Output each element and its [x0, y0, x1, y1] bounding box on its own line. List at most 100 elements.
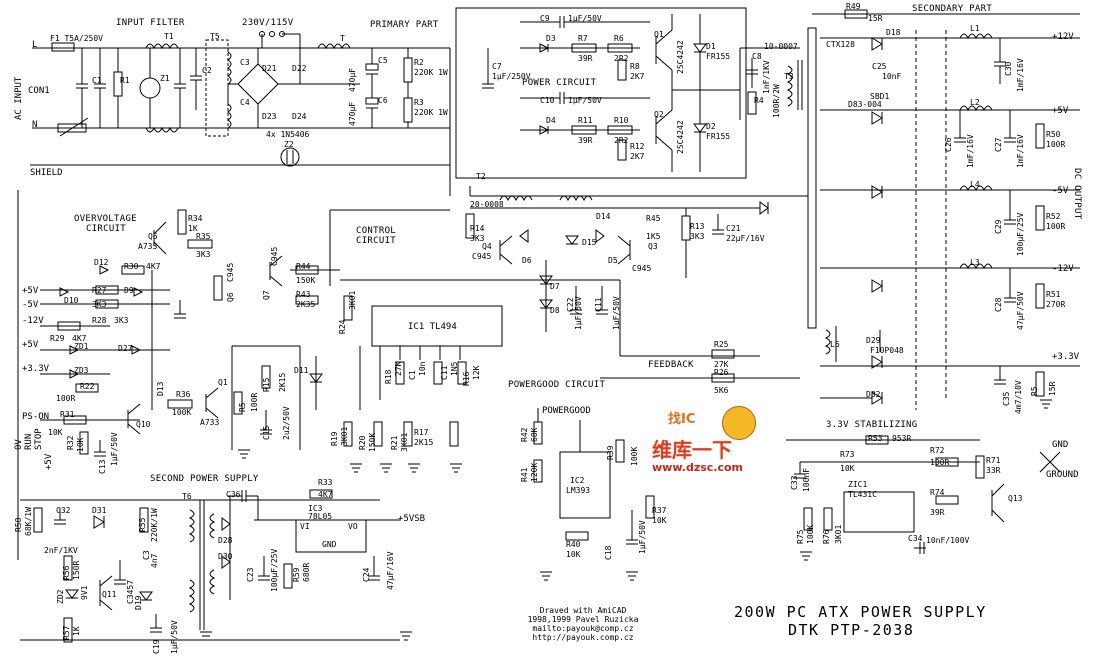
label-q6-type: C945: [226, 262, 235, 282]
label-r4-value: 100R/2W: [772, 84, 781, 118]
label-r36-value: 100K: [172, 408, 192, 417]
label-d21: D21: [262, 64, 277, 73]
label-c11: C11: [594, 297, 603, 312]
label-d32: D32: [866, 390, 881, 399]
label-r36: R36: [176, 390, 191, 399]
label-q10: Q10: [136, 420, 151, 429]
label-c25: C25: [872, 62, 887, 71]
label-r37: R37: [652, 506, 667, 515]
label-c8: C8: [752, 52, 762, 61]
input-plus-5v: +5V: [22, 286, 39, 296]
powergood-wiring: [533, 408, 655, 545]
label-c29: C29: [994, 219, 1003, 234]
label-r71: R71: [986, 456, 1001, 465]
label-c13: C13: [98, 459, 107, 474]
label-c10: C10: [540, 96, 555, 105]
label-c9-value: 1µF/50V: [568, 14, 602, 23]
watermark-top: 找IC: [668, 412, 696, 427]
label-d1: D1: [706, 42, 716, 51]
mains-switch-label: 230V/115V: [242, 18, 294, 28]
label-d1-type: FR155: [706, 52, 731, 61]
input-minus-5v: -5V: [22, 300, 39, 310]
label-q7-type: C945: [270, 246, 279, 266]
secondary-part-title: SECONDARY PART: [912, 4, 993, 14]
label-c11-ctl: C11: [440, 365, 449, 380]
label-t2: T2: [476, 172, 486, 181]
ac-neutral-label: N: [32, 120, 38, 130]
label-c36: C36: [226, 490, 241, 499]
label-r51-value: 270R: [1046, 300, 1066, 309]
label-r50-value: 100R: [1046, 140, 1066, 149]
stabilizing-wiring: [786, 435, 1061, 554]
label-ctx128: CTX128: [826, 40, 855, 49]
second-supply-wiring: [20, 489, 400, 643]
schematic-title: 200W PC ATX POWER SUPPLY: [734, 603, 987, 621]
label-t: T: [340, 34, 345, 43]
label-r4: R4: [754, 96, 764, 105]
label-c19: C19: [152, 639, 161, 654]
label-r7-value: 39R: [578, 54, 593, 63]
input-plus-5v-c: +5V: [44, 453, 54, 470]
label-d13: D13: [156, 381, 165, 396]
stabilizing-title: 3.3V STABILIZING: [826, 420, 918, 430]
label-r39: R39: [606, 445, 615, 460]
label-l2: L2: [970, 98, 980, 107]
label-r35: R35: [196, 232, 211, 241]
output-plus-3v3: +3.3V: [1052, 352, 1080, 362]
overvoltage-title: OVERVOLTAGE: [74, 214, 137, 224]
label-r22: R22: [80, 382, 95, 391]
label-d6: D6: [522, 256, 532, 265]
label-r52-value: 100R: [1046, 222, 1066, 231]
label-r59: R59: [292, 567, 301, 582]
label-r15-value: 2K15: [278, 372, 287, 392]
label-r40-value: 10K: [566, 550, 581, 559]
label-r27: R27: [92, 286, 107, 295]
label-q5-type: A733: [138, 242, 158, 251]
label-c35-value: 4m7/10V: [1014, 380, 1023, 414]
label-c7: C7: [492, 62, 502, 71]
label-q4-type: C945: [472, 252, 492, 261]
label-c3-ss-value: 4n7: [150, 553, 159, 568]
power-circuit-wiring: [455, 7, 803, 179]
label-t3-part: 10-0007: [764, 42, 798, 51]
label-sbd1-type: D83-004: [848, 100, 882, 109]
label-r31-value: 10K: [48, 428, 63, 437]
label-c1-ctl: C1: [408, 370, 417, 380]
label-d2-type: FR155: [706, 132, 731, 141]
label-c26-value: 1mF/16V: [966, 134, 975, 168]
watermark-logo: 找IC 维库一下 www.dzsc.com: [648, 406, 778, 476]
label-r58-value: 68K/1W: [24, 507, 33, 536]
label-r40: R40: [566, 540, 581, 549]
label-r34-value: 1K: [188, 224, 198, 233]
label-t1: T1: [164, 32, 174, 41]
watermark-url: www.dzsc.com: [652, 461, 744, 474]
label-c18-value: 1µF/50V: [638, 520, 647, 554]
ac-line-label: L: [32, 40, 38, 50]
label-c21-value: 22µF/16V: [726, 234, 765, 243]
con1-label: CON1: [28, 86, 50, 96]
label-r55-value: 220K/1W: [150, 508, 159, 542]
label-q1-ov-type: A733: [200, 418, 220, 427]
input-plus-3v3: +3.3V: [22, 364, 50, 374]
label-zd1: ZD1: [74, 342, 89, 351]
output-plus-12v: +12V: [1052, 32, 1074, 42]
label-c34-value: 10nF/100V: [926, 536, 970, 545]
label-r35-value: 3K3: [196, 250, 211, 259]
label-ic3: IC3: [308, 504, 323, 513]
label-c26: C26: [944, 137, 953, 152]
label-c25-value: 10nF: [882, 72, 902, 81]
label-c33-value: 100nF: [802, 467, 811, 492]
label-r11-value: 39R: [578, 136, 593, 145]
label-q2-type: 2SC4242: [676, 120, 685, 154]
label-r74-value: 39R: [930, 508, 945, 517]
label-r45-value: 1K5: [646, 232, 661, 241]
label-r43: R43: [296, 290, 311, 299]
label-c27: C27: [994, 137, 1003, 152]
label-r72: R72: [930, 446, 945, 455]
label-r44: R44: [296, 262, 311, 271]
label-r56: R56: [62, 565, 71, 580]
label-c8-value: 1nF/1KV: [762, 60, 771, 94]
label-r42: R42: [520, 427, 529, 442]
input-filter-wiring: [30, 31, 451, 196]
control-title: CONTROL: [356, 226, 397, 236]
